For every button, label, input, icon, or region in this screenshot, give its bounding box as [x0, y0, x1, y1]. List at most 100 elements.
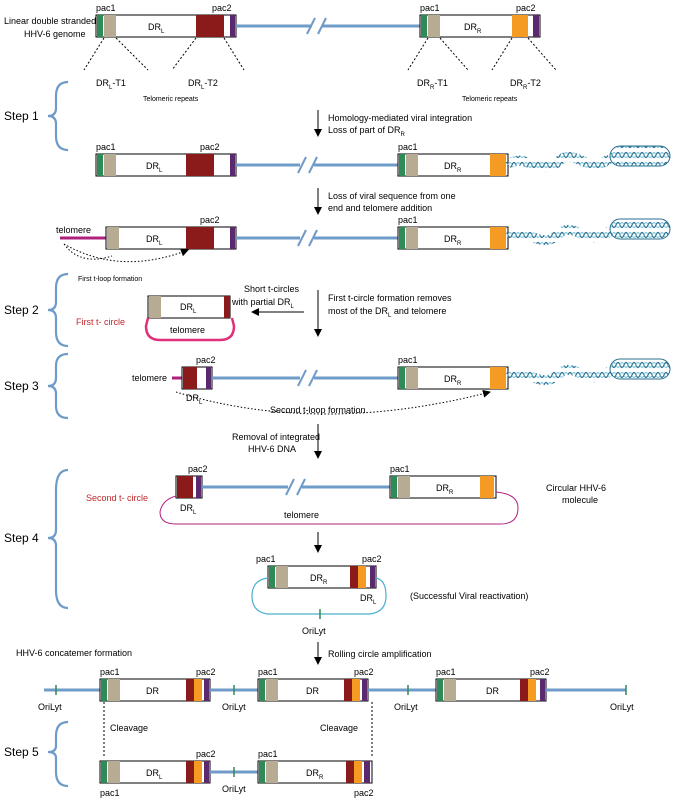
pac2-label: pac2	[200, 215, 220, 225]
dr-l-label: DRL	[146, 768, 163, 781]
pac1-label: pac1	[398, 355, 418, 365]
successful-label: (Successful Viral reactivation)	[410, 591, 528, 601]
dr-l-label: DRL	[180, 302, 197, 315]
genome-label-line1: Linear double stranded	[4, 16, 96, 26]
concatemer-row	[44, 678, 627, 702]
pac1-label: pac1	[258, 667, 278, 677]
pac1-label: pac1	[96, 142, 116, 152]
orilyt-label: OriLyt	[38, 702, 62, 712]
dr-r-t1-label: DRR-T1	[417, 78, 448, 91]
dr-r-label: DRR	[444, 374, 462, 387]
pac2-label: pac2	[516, 3, 536, 13]
telomere-label: telomere	[284, 510, 319, 520]
pac2-label: pac2	[196, 355, 216, 365]
step-4-label: Step 4	[4, 531, 39, 545]
first-tcircle	[144, 295, 236, 342]
pac1-label: pac1	[420, 3, 440, 13]
dr-l-label: DRL	[148, 22, 165, 35]
step-1-brace	[47, 80, 69, 152]
circular-label-1: Circular HHV-6	[546, 483, 606, 493]
second-tloop-label: Second t-loop formation	[270, 405, 366, 415]
dr-l-label: DRL	[180, 503, 197, 516]
telomere-label: telomere	[56, 225, 91, 235]
orilyt-label: OriLyt	[610, 702, 634, 712]
break-mark	[306, 17, 327, 35]
pac2-label: pac2	[530, 667, 550, 677]
pac2-label: pac2	[354, 667, 374, 677]
short-tcircles-2: with partial DRL	[231, 297, 295, 310]
pac1-label: pac1	[96, 3, 116, 13]
cleavage-label: Cleavage	[110, 723, 148, 733]
telomeric-repeats-label: Telomeric repeats	[143, 96, 199, 103]
orilyt-label: OriLyt	[222, 702, 246, 712]
homology-text-2: Loss of part of DRR	[328, 125, 406, 138]
short-tcircles-1: Short t-circles	[244, 284, 300, 294]
loss-text-1: Loss of viral sequence from one	[328, 191, 456, 201]
loss-text-2: end and telomere addition	[328, 203, 432, 213]
concatemer-label: HHV-6 concatemer formation	[16, 648, 132, 658]
removal-text-2: HHV-6 DNA	[248, 444, 296, 454]
dr-r-t2-label: DRR-T2	[510, 78, 541, 91]
step-3-brace	[47, 352, 69, 420]
pac2-label: pac2	[188, 464, 208, 474]
pac2-label: pac2	[200, 142, 220, 152]
genome-dr-l-box	[95, 14, 237, 38]
dr-l-label: DRL	[186, 393, 203, 406]
first-tloop-label: First t-loop formation	[78, 276, 142, 283]
telomere-label: telomere	[170, 325, 205, 335]
integrated-genome-row	[95, 153, 509, 177]
step-2-brace	[47, 272, 69, 348]
reactivated-circle	[251, 565, 387, 619]
dr-l-t2-label: DRL-T2	[188, 78, 218, 91]
pac1-label: pac1	[100, 788, 120, 798]
genome-label-line2: HHV-6 genome	[24, 29, 86, 39]
step-3-label: Step 3	[4, 379, 39, 393]
cleavage-label: Cleavage	[320, 723, 358, 733]
orilyt-label: OriLyt	[302, 626, 326, 636]
dr-l-label: DRL	[146, 161, 163, 174]
pac1-label: pac1	[398, 142, 418, 152]
orilyt-label: OriLyt	[394, 702, 418, 712]
dr-r-label: DRR	[444, 161, 462, 174]
dr-r-label: DRR	[444, 234, 462, 247]
pac1-label: pac1	[258, 749, 278, 759]
telomere-added-row	[60, 218, 671, 250]
pac1-label: pac1	[398, 215, 418, 225]
pac2-label: pac2	[212, 3, 232, 13]
step-1-label: Step 1	[4, 109, 39, 123]
first-tloop-arrows	[63, 244, 188, 263]
pac2-label: pac2	[196, 749, 216, 759]
pac1-label: pac1	[100, 667, 120, 677]
cleaved-genome-row	[99, 760, 373, 784]
telomere-label: telomere	[132, 373, 167, 383]
telomeric-expansion-lines	[83, 37, 557, 71]
telomeric-repeats-label: Telomeric repeats	[462, 96, 518, 103]
genome-dr-r-box	[419, 14, 541, 38]
first-tcircle-removes-1: First t-circle formation removes	[328, 293, 452, 303]
step-4-brace	[47, 468, 69, 610]
dr-l-t1-label: DRL-T1	[96, 78, 126, 91]
dr-r-label: DRR	[306, 768, 324, 781]
pac2-label: pac2	[362, 554, 382, 564]
second-tcircle-label: Second t- circle	[86, 493, 148, 503]
dr-label: DR	[306, 686, 319, 696]
dr-l-label: DRL	[360, 593, 377, 606]
chromosome-helix	[504, 145, 671, 173]
circular-molecule	[159, 475, 519, 525]
circular-label-2: molecule	[562, 495, 598, 505]
pac1-label: pac1	[390, 464, 410, 474]
dr-r-label: DRR	[310, 573, 328, 586]
dr-r-label: DRR	[464, 22, 482, 35]
dr-r-label: DRR	[436, 483, 454, 496]
removal-text-1: Removal of integrated	[232, 432, 320, 442]
first-tcircle-removes-2: most of the DRL and telomere	[328, 306, 446, 319]
rolling-label: Rolling circle amplification	[328, 649, 432, 659]
dr-label: DR	[146, 686, 159, 696]
dr-l-label: DRL	[146, 234, 163, 247]
homology-text-1: Homology-mediated viral integration	[328, 113, 472, 123]
pac2-label: pac2	[354, 788, 374, 798]
step-2-label: Step 2	[4, 303, 39, 317]
step-5-brace	[47, 720, 69, 788]
first-tcircle-label: First t- circle	[76, 317, 125, 327]
